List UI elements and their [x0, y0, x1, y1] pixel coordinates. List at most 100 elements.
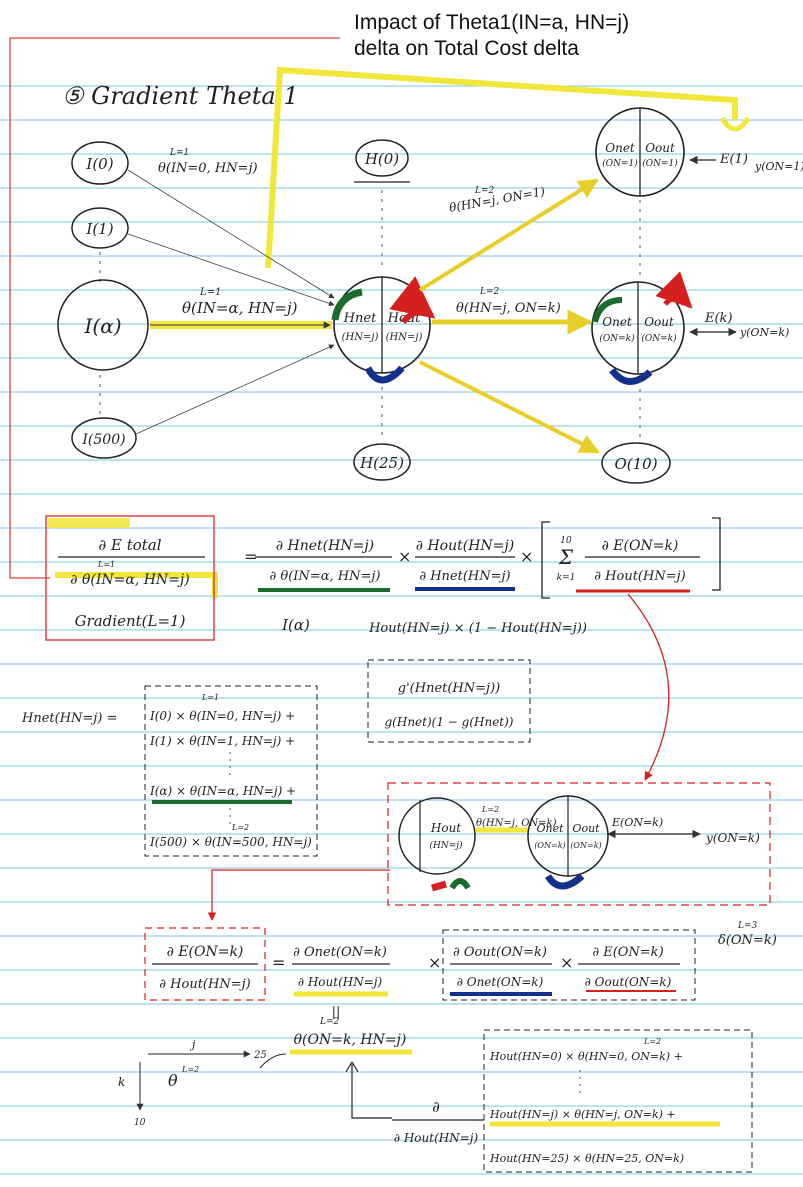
gradient-box — [45, 515, 215, 641]
output-1-target: y(ON=1) — [754, 160, 803, 173]
matrix-top-label: j — [189, 1038, 196, 1051]
mini-hidden-out-sub: (HN=j) — [429, 840, 463, 851]
formula2-times-2: × — [560, 953, 573, 972]
gradient-label: Gradient(L=1) — [75, 612, 186, 630]
formula1-equals: = — [244, 547, 257, 566]
mini-to-formula2-arrow — [207, 869, 390, 921]
formula2-t2-num: ∂ Oout(ON=k) — [453, 945, 547, 960]
output-k-error: E(k) — [704, 311, 733, 326]
formula1-times-1: × — [398, 547, 411, 566]
caption-connector — [9, 37, 340, 579]
mini-output-out-sub: (ON=k) — [570, 841, 601, 850]
hnet-def-box — [144, 685, 318, 857]
caption-line-1: Impact of Theta1(IN=a, HN=j) — [354, 11, 630, 34]
input-node-0 — [71, 141, 129, 185]
blue-loop-icon — [364, 365, 405, 384]
output-blue-loop-icon — [609, 367, 653, 385]
matrix-theta: θ — [168, 1071, 178, 1090]
input-node-alpha-label: I(α) — [83, 314, 121, 338]
red-loop-icon — [389, 276, 436, 325]
formula1-t3-den: ∂ Hout(HN=j) — [594, 569, 685, 584]
matrix-right-label: 25 — [253, 1050, 267, 1061]
output-1-out-sub: (ON=1) — [642, 158, 678, 169]
input-node-500-label: I(500) — [81, 432, 125, 448]
formula2-t3-den: ∂ Oout(ON=k) — [585, 975, 672, 989]
weight-i0-label: θ(IN=0, HN=j) — [158, 161, 258, 176]
hnet-def-row2: I(1) × θ(IN=1, HN=j) + — [149, 734, 295, 748]
edge-i500-hj — [135, 344, 335, 435]
bottom-link-head-r — [351, 1061, 359, 1073]
formula2-times-1: × — [428, 953, 441, 972]
mini-weight-sup: L=2 — [481, 805, 499, 814]
bottom-sum-row1: Hout(HN=0) × θ(HN=0, ON=k) + — [489, 1050, 683, 1063]
formula1-to-mini-arrow — [627, 593, 670, 781]
hidden-node-25 — [353, 443, 411, 481]
input-node-1 — [71, 207, 129, 249]
formula2-t2-den: ∂ Onet(ON=k) — [457, 975, 544, 989]
page-title: ⑤ Gradient Theta 1 — [62, 82, 299, 110]
weight-o1-label: θ(HN=j, ON=1) — [448, 184, 546, 215]
hidden-node-25-label: H(25) — [359, 454, 404, 472]
mini-red-mark-icon — [431, 880, 447, 892]
caption: Impact of Theta1(IN=a, HN=j) delta on To… — [354, 10, 629, 62]
hnet-def-sup: L=1 — [201, 693, 219, 702]
formula2-lhs-den: ∂ Hout(HN=j) — [159, 977, 250, 992]
bottom-link-head-l — [345, 1061, 353, 1073]
input-node-0-label: I(0) — [85, 155, 113, 173]
output-k-out-label: Oout — [644, 315, 674, 329]
gradient-lhs-sup: L=1 — [97, 560, 115, 569]
gprime-line1: g'(Hnet(HN=j)) — [398, 681, 500, 696]
hnet-def-row4: I(500) × θ(IN=500, HN=j) — [149, 835, 312, 849]
output-1-net-label: Onet — [605, 141, 635, 155]
formula1-t2-den: ∂ Hnet(HN=j) — [419, 569, 510, 584]
bottom-partial-num: ∂ — [432, 1098, 440, 1116]
mini-target: y(ON=k) — [705, 831, 760, 845]
formula1-left-bracket — [541, 521, 550, 599]
output-k-target: y(ON=k) — [739, 326, 789, 339]
mini-weight-label: θ(HN=j, ON=k) — [476, 818, 557, 829]
mini-hidden-node — [398, 797, 476, 875]
weight-o1-sup: L=2 — [474, 186, 495, 196]
formula2-delta-box — [442, 929, 696, 1001]
matrix-bottom-label: 10 — [134, 1118, 146, 1128]
mini-green-mark-icon — [449, 878, 471, 890]
weight-ia-sup: L=1 — [199, 287, 221, 298]
matrix-left-label: k — [118, 1075, 125, 1089]
green-loop-icon — [331, 288, 363, 321]
formula1-t3-num: ∂ E(ON=k) — [602, 538, 679, 554]
formula1-sum-bottom: k=1 — [557, 573, 576, 583]
formula2-equals: = — [272, 953, 285, 972]
hidden-net-sub: (HN=j) — [342, 332, 379, 343]
gradient-lhs-denominator: ∂ θ(IN=α, HN=j) — [70, 572, 189, 588]
mini-error: E(ON=k) — [611, 816, 663, 829]
formula2-lhs-num: ∂ E(ON=k) — [167, 944, 244, 960]
output-node-10 — [601, 442, 671, 484]
title-highlight-arrow — [265, 66, 738, 269]
output-k-net-label: Onet — [602, 315, 632, 329]
hidden-node-0-label: H(0) — [364, 150, 399, 168]
mini-output-out: Oout — [572, 822, 600, 835]
hidden-node-0 — [355, 139, 409, 177]
input-node-alpha — [57, 279, 149, 371]
output-node-10-label: O(10) — [614, 455, 657, 473]
hidden-net-label: Hnet — [343, 311, 377, 326]
output-1-error: E(1) — [719, 152, 748, 167]
gradient-highlight-top — [48, 518, 130, 528]
formula2-theta-sup: L=2 — [319, 1017, 340, 1027]
hnet-def-row4-sup: L=2 — [231, 823, 249, 832]
bottom-sum-row3: Hout(HN=25) × θ(HN=25, ON=k) — [489, 1152, 684, 1165]
formula2-theta-result: θ(ON=k, HN=j) — [294, 1032, 407, 1048]
output-1-out-label: Oout — [645, 141, 675, 155]
hidden-out-sub: (HN=j) — [386, 332, 423, 343]
bottom-sum-sup: L=2 — [643, 1037, 661, 1046]
bottom-sum-box — [483, 1029, 753, 1173]
hnet-def-lhs: Hnet(HN=j) = — [21, 711, 117, 726]
edge-i1-hj — [127, 233, 335, 307]
formula1-t1-num: ∂ Hnet(HN=j) — [276, 538, 374, 554]
title-arrow-hook — [719, 116, 751, 132]
formula1-t1-result: I(α) — [281, 616, 310, 634]
formula1-times-2: × — [520, 547, 533, 566]
hnet-def-row1: I(0) × θ(IN=0, HN=j) + — [149, 709, 295, 723]
formula1-t2-num: ∂ Hout(HN=j) — [416, 538, 514, 554]
